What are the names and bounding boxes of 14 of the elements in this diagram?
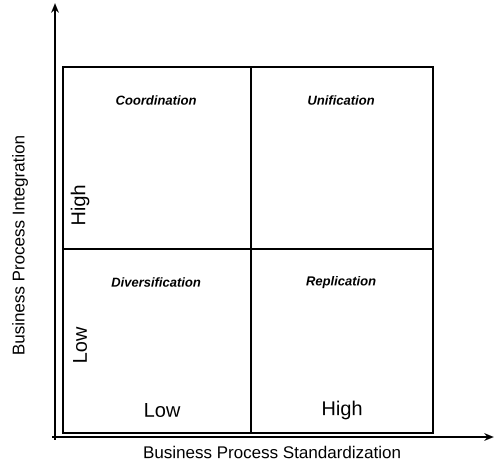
level-label: High xyxy=(70,186,90,224)
quadrant-box xyxy=(62,66,252,250)
quadrant-title: Unification xyxy=(308,95,374,105)
quadrant-title: Coordination xyxy=(116,95,196,105)
quadrant-box xyxy=(62,248,252,434)
quadrant-box xyxy=(250,66,434,250)
quadrant-title: Replication xyxy=(306,276,376,288)
quadrant-box xyxy=(250,248,434,434)
level-label: Low xyxy=(145,403,180,417)
axis-label: Business Process Standardization xyxy=(144,446,400,458)
level-label: Low xyxy=(73,326,87,362)
level-label: High xyxy=(323,400,362,420)
axis-label: Business Process Integration xyxy=(12,136,28,354)
quadrant-title: Diversification xyxy=(111,277,200,287)
